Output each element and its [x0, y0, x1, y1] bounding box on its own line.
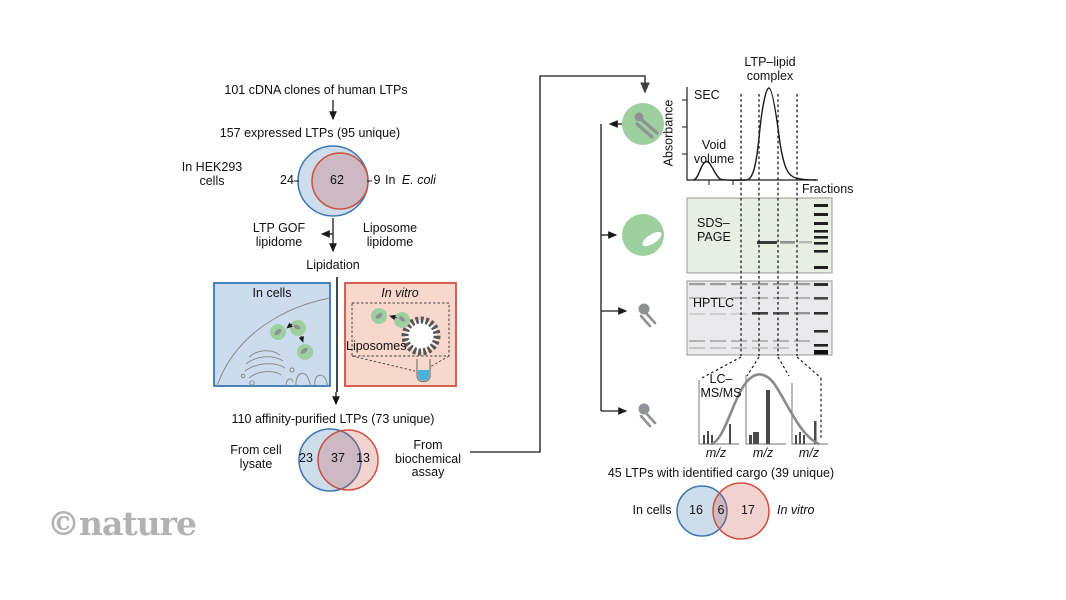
lipidation-label: Lipidation [306, 258, 360, 272]
void-label-line1: Void [701, 138, 727, 152]
in-vitro-title: In vitro [381, 286, 419, 300]
test-tube [416, 359, 431, 383]
venn-purified-red-circle [317, 429, 379, 491]
void-label-line2: volume [693, 151, 735, 166]
cell-membrane-arc [216, 297, 331, 387]
empty-ltp-icon [622, 214, 664, 256]
hptlc-label: HPTLC [693, 296, 734, 310]
venn1-right-count: 9 [373, 173, 381, 187]
liposome-dashed-frame [351, 302, 450, 357]
funnel-dashed-lines [699, 356, 822, 440]
ltp-proteins-in-cell [270, 320, 313, 360]
ltp-lipid-complex-icon [622, 103, 664, 145]
sds-ladder [814, 204, 828, 269]
venn1-right-label-prefix: In [385, 173, 396, 187]
venn-purified-blue-circle [298, 428, 362, 492]
mz-label-2: m/z [752, 446, 774, 460]
branch-right-label: Liposome lipidome [362, 221, 418, 249]
sec-x-axis-label: Fractions [802, 182, 854, 196]
ltp-lipid-complex-label: LTP–lipid complex [744, 55, 796, 83]
venn3-right-label: In vitro [777, 503, 815, 517]
liposomes-label: Liposomes [346, 339, 407, 353]
fraction-dashed-lines [740, 94, 798, 356]
main-connector-line [470, 75, 650, 453]
cargo-title: 45 LTPs with identified cargo (39 unique… [607, 466, 835, 480]
complex-label-line1: LTP–lipid [744, 55, 796, 69]
elution-peak-curve [710, 373, 820, 446]
complex-label-line2: complex [746, 68, 794, 83]
venn2-left-label-line2: lysate [239, 456, 273, 471]
venn1-left-label-line2: cells [199, 173, 225, 188]
distribution-line [600, 120, 628, 415]
sds-label-line2: PAGE [697, 229, 731, 244]
ms-spectra-bars [703, 390, 817, 444]
nature-logo: ©nature [47, 504, 197, 543]
branch-left-line2: lipidome [255, 234, 303, 249]
mz-label-1: m/z [705, 446, 727, 460]
sec-curve [692, 87, 817, 181]
venn-expressed [294, 145, 372, 217]
branch-left-line1: LTP GOF [252, 221, 306, 235]
liposome-ring [401, 316, 441, 356]
hptlc-ladder [814, 283, 828, 355]
sds-page-label: SDS– PAGE [697, 216, 731, 244]
sec-axes [686, 87, 818, 181]
branch-right-line2: lipidome [366, 234, 414, 249]
sec-y-axis-label: Absorbance [661, 99, 676, 167]
in-cells-box [213, 282, 331, 387]
venn1-left-label: In HEK293 cells [181, 160, 243, 188]
venn2-right-label-line3: assay [411, 465, 445, 479]
branch-left-label: LTP GOF lipidome [252, 221, 306, 249]
sec-plot [682, 87, 818, 185]
mz-label-3: m/z [798, 446, 820, 460]
in-vitro-box [344, 282, 457, 387]
venn2-left-count: 23 [299, 451, 313, 465]
venn1-right-label: In E. coli [385, 173, 436, 188]
venn-cargo-blue-circle [676, 485, 728, 537]
venn1-overlap-count: 62 [330, 173, 344, 187]
lipid-icon-hptlc [638, 303, 657, 328]
branch-right-line1: Liposome [362, 221, 418, 235]
lcms-label: LC– MS/MS [700, 372, 742, 400]
venn2-left-label: From cell lysate [230, 443, 282, 471]
funnel-to-tube-left [351, 355, 416, 372]
venn1-left-count: 24 [280, 173, 294, 187]
venn2-overlap-count: 37 [331, 451, 345, 465]
golgi-apparatus [240, 350, 286, 386]
ltp-proteins-in-vitro [371, 308, 410, 328]
venn2-left-label-line1: From cell [230, 443, 282, 457]
venn-cargo-red-circle [712, 482, 770, 540]
venn1-left-label-line1: In HEK293 [181, 160, 243, 174]
in-cells-title: In cells [252, 286, 292, 300]
step1-title: 101 cDNA clones of human LTPs [224, 83, 408, 97]
venn3-left-count: 16 [689, 503, 703, 517]
step4-title: 110 affinity-purified LTPs (73 unique) [231, 412, 435, 426]
venn2-right-count: 13 [356, 451, 370, 465]
venn-cargo [676, 482, 770, 540]
venn3-overlap-count: 6 [717, 503, 725, 517]
venn3-right-count: 17 [741, 503, 755, 517]
lipid-icon-lcms [638, 403, 657, 428]
venn3-left-label: In cells [632, 503, 672, 517]
lcms-label-line1: LC– [709, 372, 733, 386]
void-volume-label: Void volume [693, 138, 735, 166]
lcms-panels [698, 373, 828, 446]
sec-label: SEC [694, 88, 720, 102]
step2-title: 157 expressed LTPs (95 unique) [219, 126, 401, 140]
lcms-label-line2: MS/MS [700, 385, 742, 400]
er-membranes [285, 367, 329, 387]
venn2-right-label-line2: biochemical [394, 451, 462, 466]
funnel-to-tube-right [429, 355, 450, 368]
venn1-right-label-species: E. coli [401, 173, 436, 187]
venn2-right-label-line1: From [413, 438, 443, 452]
venn-purified [298, 428, 379, 492]
sds-label-line1: SDS– [697, 216, 730, 230]
venn2-right-label: From biochemical assay [394, 438, 462, 480]
flow-arrows [320, 100, 340, 406]
